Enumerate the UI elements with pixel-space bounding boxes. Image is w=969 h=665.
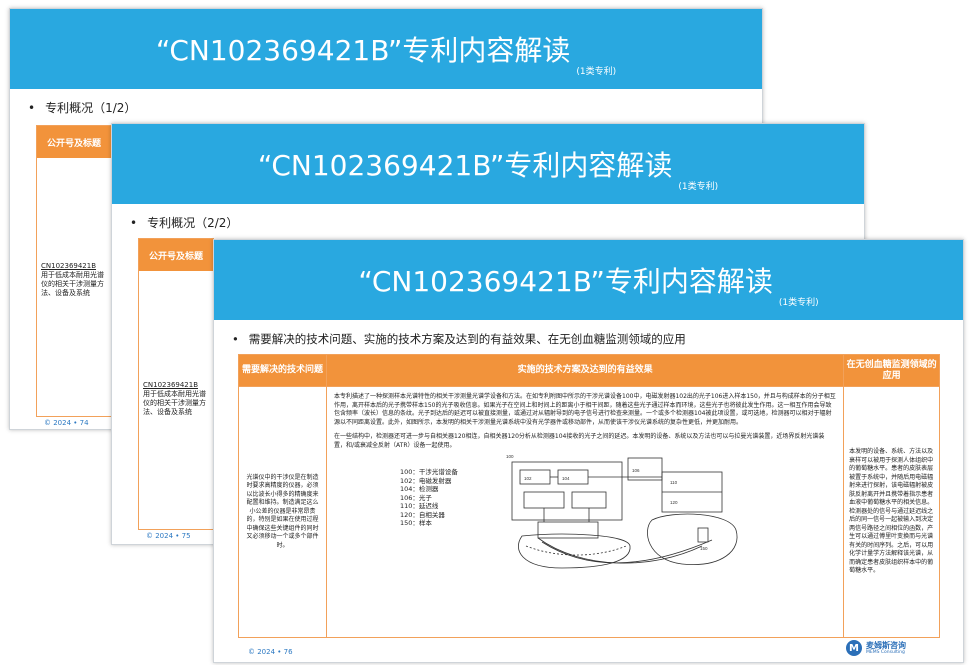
figure-legend: 100：干涉光谱设备 102：电磁发射器 104：检测器 106：光子 110：… — [400, 468, 458, 528]
slide-3: “CN102369421B”专利内容解读 (1类专利) • 需要解决的技术问题、实… — [213, 239, 964, 663]
logo-mark: M — [846, 640, 862, 656]
legend-item: 104：检测器 — [400, 485, 439, 493]
slide-footer: © 2024 • 74 — [44, 419, 89, 427]
slide-title: “CN102369421B”专利内容解读 — [155, 34, 571, 67]
pub-title: 用于低成本耐用光谱仪的相关干涉测量方法、设备及系统 — [41, 271, 104, 297]
table-header-row: 需要解决的技术问题 实施的技术方案及达到的有益效果 在无创血糖监测领域的应用 — [238, 354, 940, 387]
patent-figure-area: 100：干涉光谱设备 102：电磁发射器 104：检测器 106：光子 110：… — [334, 450, 836, 574]
legend-item: 150：样本 — [400, 519, 432, 527]
fig-label: 120 — [670, 500, 678, 505]
legend-item: 100：干涉光谱设备 — [400, 468, 458, 476]
fig-label: 102 — [524, 476, 532, 481]
logo-text: 麦姆斯咨询 MEMS Consulting — [866, 641, 906, 656]
slide-subtitle: (1类专利) — [678, 182, 719, 192]
panel-header-col: 公开号及标题 CN102369421B 用于低成本耐用光谱仪的相关干涉测量方法、… — [138, 238, 214, 530]
col-header-application: 在无创血糖监测领域的应用 — [843, 354, 940, 387]
col-header-problem: 需要解决的技术问题 — [238, 354, 327, 387]
solution-cell: 本专利描述了一种探测样本光谱特性的相关干涉测量光谱学设备和方法。在如专利附图中所… — [325, 386, 845, 638]
bullet-label: 专利概况（2/2） — [147, 216, 239, 230]
bullet-dot: • — [130, 216, 138, 230]
patent-drawing: 100 102 104 106 110 120 150 — [506, 454, 738, 569]
slide-footer: © 2024 • 76 — [248, 648, 293, 656]
bullet-label: 需要解决的技术问题、实施的技术方案及达到的有益效果、在无创血糖监测领域的应用 — [248, 332, 686, 346]
table-row: 光谱仪中的干涉仪是在制造时要求高精度的仪器，必须以比波长小得多的精确度来配置和维… — [238, 386, 940, 638]
bullet-label: 专利概况（1/2） — [45, 101, 137, 115]
panel-header-col: 公开号及标题 CN102369421B 用于低成本耐用光谱仪的相关干涉测量方法、… — [36, 125, 112, 417]
slide-title-banner: “CN102369421B”专利内容解读 (1类专利) — [10, 9, 762, 89]
legend-item: 102：电磁发射器 — [400, 476, 452, 485]
slide-footer: © 2024 • 75 — [146, 532, 191, 540]
fig-label: 110 — [670, 480, 678, 485]
legend-item: 120：自相关器 — [400, 510, 445, 519]
slide-subtitle: (1类专利) — [778, 298, 819, 308]
bullet-text: • 专利概况（2/2） — [130, 214, 238, 231]
fig-label: 100 — [506, 454, 514, 459]
analysis-table: 需要解决的技术问题 实施的技术方案及达到的有益效果 在无创血糖监测领域的应用 光… — [238, 354, 940, 638]
pub-number-link[interactable]: CN102369421B — [143, 381, 199, 389]
pub-title: 用于低成本耐用光谱仪的相关干涉测量方法、设备及系统 — [143, 390, 206, 416]
bullet-dot: • — [232, 332, 239, 346]
col-header-solution: 实施的技术方案及达到的有益效果 — [325, 354, 845, 387]
logo-name-en: MEMS Consulting — [866, 649, 905, 655]
pub-info: CN102369421B 用于低成本耐用光谱仪的相关干涉测量方法、设备及系统 — [41, 262, 107, 298]
problem-text: 光谱仪中的干涉仪是在制造时要求高精度的仪器，必须以比波长小得多的精确度来配置和维… — [246, 473, 319, 549]
fig-label: 150 — [700, 546, 708, 551]
application-cell: 本发明的设备、系统、方法以及衰样可以被用于探测人体组织中的葡萄糖水平。患者的皮肤… — [843, 386, 940, 638]
pub-number-link[interactable]: CN102369421B — [41, 262, 97, 270]
logo-name: 麦姆斯咨询 — [866, 640, 906, 650]
slide-subtitle: (1类专利) — [576, 67, 617, 77]
slide-title: “CN102369421B”专利内容解读 — [257, 149, 673, 182]
legend-item: 106：光子 — [400, 493, 432, 502]
slide-title-banner: “CN102369421B”专利内容解读 (1类专利) — [214, 240, 963, 320]
panel-header: 公开号及标题 — [139, 239, 213, 271]
pub-info: CN102369421B 用于低成本耐用光谱仪的相关干涉测量方法、设备及系统 — [143, 381, 209, 417]
fig-label: 104 — [562, 476, 570, 481]
fig-label: 106 — [632, 468, 640, 473]
panel-header: 公开号及标题 — [37, 126, 111, 158]
application-text: 本发明的设备、系统、方法以及衰样可以被用于探测人体组织中的葡萄糖水平。患者的皮肤… — [849, 448, 934, 575]
slide-title-banner: “CN102369421B”专利内容解读 (1类专利) — [112, 124, 864, 204]
problem-cell: 光谱仪中的干涉仪是在制造时要求高精度的仪器，必须以比波长小得多的精确度来配置和维… — [238, 386, 327, 638]
solution-paragraph-2: 在一些结构中，检测器还可进一步与自相关器120相连，自相关器120分析从检测器1… — [334, 433, 825, 449]
slide-title: “CN102369421B”专利内容解读 — [358, 265, 773, 298]
bullet-text: • 需要解决的技术问题、实施的技术方案及达到的有益效果、在无创血糖监测领域的应用 — [232, 331, 686, 347]
company-logo: M 麦姆斯咨询 MEMS Consulting — [846, 640, 906, 656]
legend-item: 110：延迟线 — [400, 502, 439, 510]
bullet-text: • 专利概况（1/2） — [28, 99, 136, 116]
solution-paragraph-1: 本专利描述了一种探测样本光谱特性的相关干涉测量光谱学设备和方法。在如专利附图中所… — [334, 393, 836, 426]
bullet-dot: • — [28, 101, 36, 115]
